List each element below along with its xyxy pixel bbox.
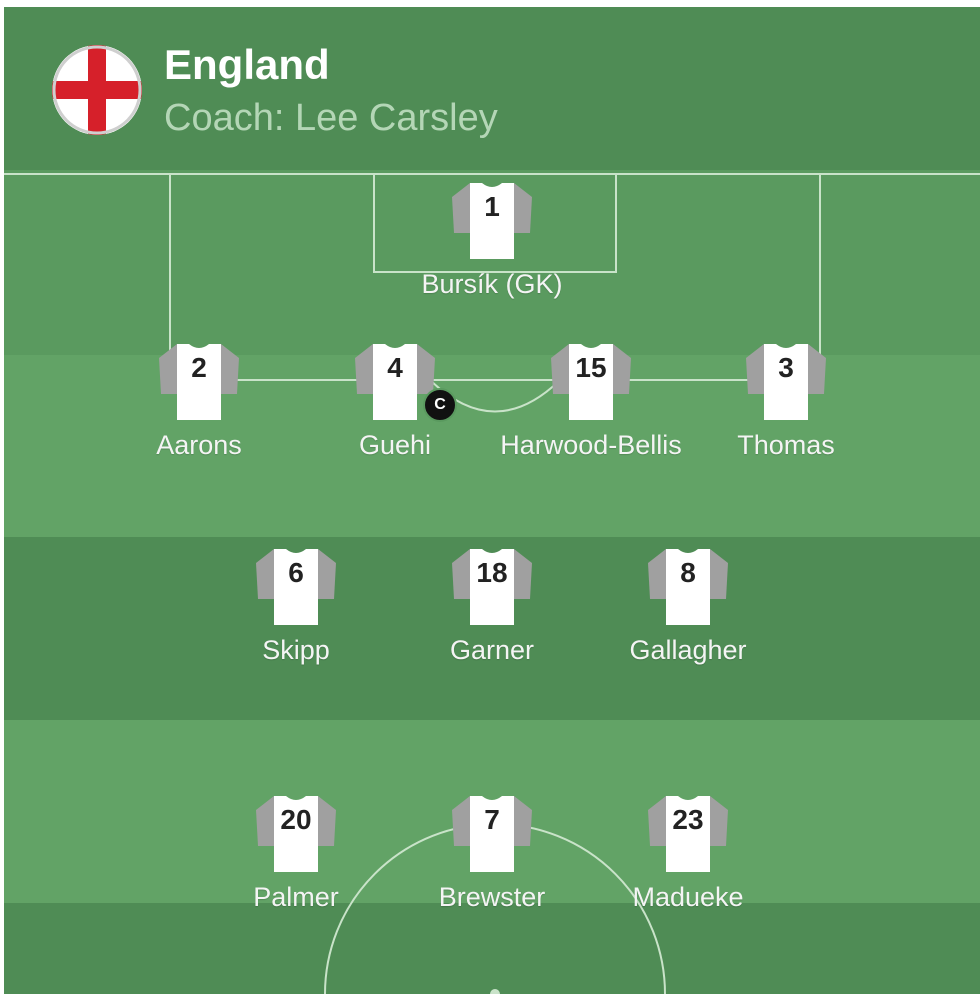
- shirt-number: 6: [288, 557, 304, 588]
- player-name: Harwood-Bellis: [500, 430, 682, 460]
- player-name: Garner: [449, 635, 535, 665]
- team-name: England: [164, 41, 330, 88]
- player-name: Guehi: [358, 430, 432, 460]
- player-defender[interactable]: 15 Harwood-Bellis: [491, 340, 691, 460]
- shirt-icon: [355, 344, 435, 420]
- player-name: Skipp: [262, 635, 330, 665]
- player-defender[interactable]: 3 Thomas: [686, 340, 886, 460]
- england-flag-icon: [52, 45, 142, 135]
- shirt-icon: [159, 344, 239, 420]
- shirt-number: 20: [280, 804, 312, 835]
- player-name: Thomas: [737, 430, 835, 460]
- shirt-number: 18: [476, 557, 508, 588]
- shirt-number: 7: [484, 804, 500, 835]
- shirt-icon: [746, 344, 826, 420]
- player-name: Madueke: [632, 882, 744, 912]
- team-header: England Coach: Lee Carsley: [4, 7, 980, 170]
- shirt-icon: [551, 344, 631, 420]
- shirt-number: 4: [387, 352, 403, 383]
- pitch-stripe: [4, 903, 980, 994]
- shirt-icon: [452, 549, 532, 625]
- shirt-icon: [648, 549, 728, 625]
- player-name: Palmer: [253, 882, 339, 912]
- player-forward[interactable]: 23 Madueke: [588, 792, 788, 912]
- lineup-widget: England Coach: Lee Carsley 1 Bursík (GK)…: [4, 7, 980, 994]
- shirt-icon: [452, 796, 532, 872]
- player-defender[interactable]: 4 C Guehi: [295, 340, 495, 460]
- player-defender[interactable]: 2 Aarons: [99, 340, 299, 460]
- coach-name: Coach: Lee Carsley: [164, 97, 498, 139]
- shirt-icon: [256, 796, 336, 872]
- shirt-number: 23: [672, 804, 704, 835]
- captain-badge: C: [423, 388, 457, 422]
- player-forward[interactable]: 20 Palmer: [196, 792, 396, 912]
- shirt-number: 15: [575, 352, 607, 383]
- player-midfielder[interactable]: 6 Skipp: [196, 545, 396, 665]
- player-midfielder[interactable]: 8 Gallagher: [588, 545, 788, 665]
- shirt-icon: [648, 796, 728, 872]
- shirt-number: 1: [484, 191, 500, 222]
- player-goalkeeper[interactable]: 1 Bursík (GK): [392, 179, 592, 299]
- shirt-icon: [256, 549, 336, 625]
- shirt-number: 8: [680, 557, 696, 588]
- player-name: Aarons: [156, 430, 242, 460]
- player-midfielder[interactable]: 18 Garner: [392, 545, 592, 665]
- shirt-number: 2: [191, 352, 207, 383]
- player-name: Bursík (GK): [421, 269, 563, 299]
- player-name: Brewster: [438, 882, 546, 912]
- shirt-icon: [452, 183, 532, 259]
- player-name: Gallagher: [629, 635, 747, 665]
- shirt-number: 3: [778, 352, 794, 383]
- player-forward[interactable]: 7 Brewster: [392, 792, 592, 912]
